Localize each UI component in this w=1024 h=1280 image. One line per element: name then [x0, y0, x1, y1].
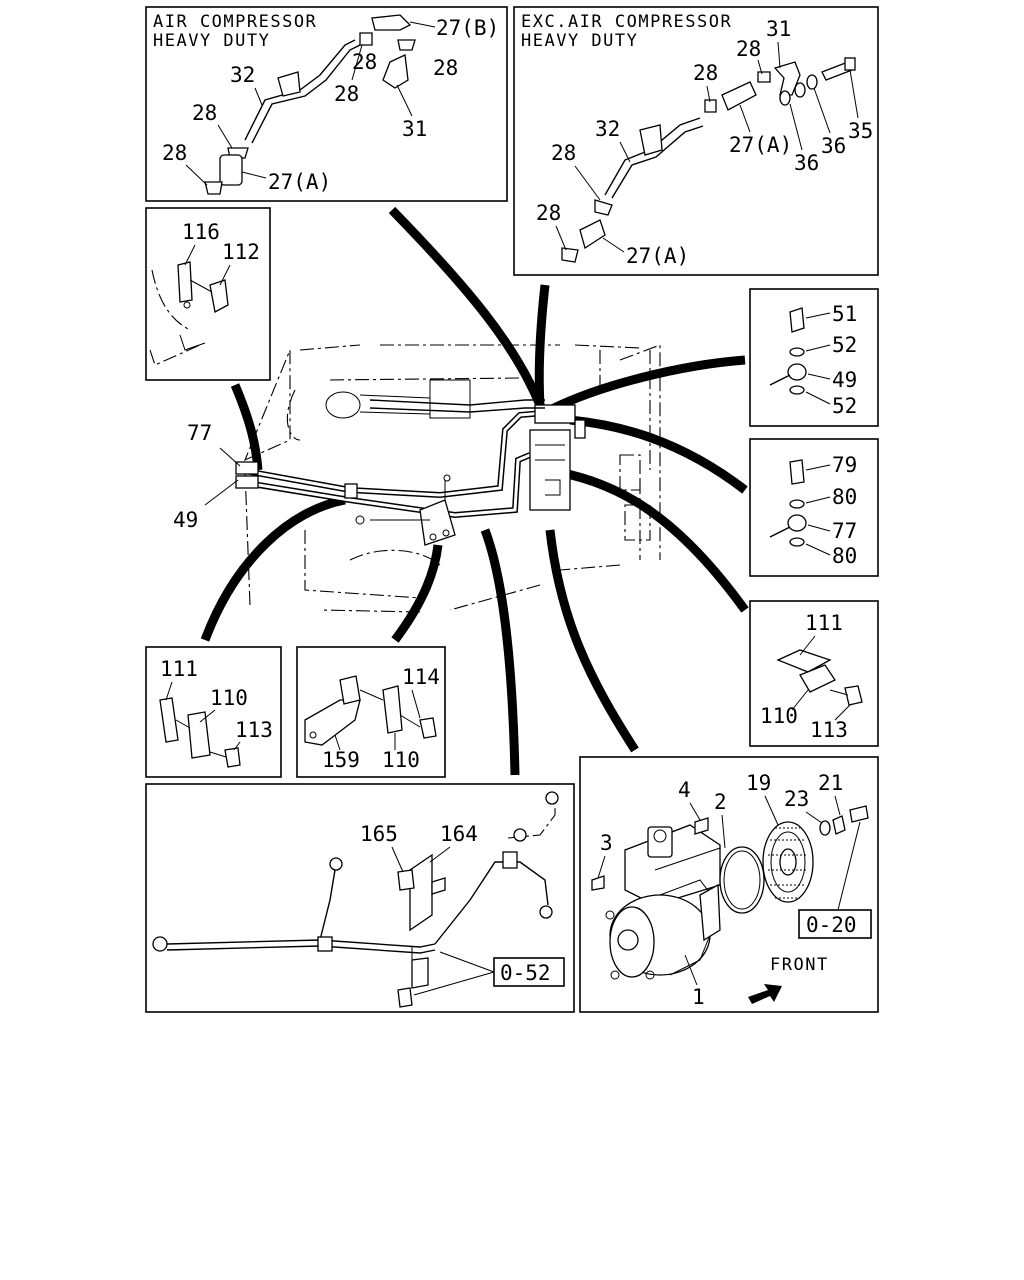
- exc-label-31: 31: [766, 17, 791, 41]
- comp-label-23: 23: [784, 787, 809, 811]
- comp-label-19: 19: [746, 771, 771, 795]
- hd-label-27b: 27(B): [436, 16, 499, 40]
- hd-label-27a: 27(A): [268, 170, 331, 194]
- panel-title-line1: AIR COMPRESSOR: [153, 12, 317, 32]
- panel-title-line1: EXC.AIR COMPRESSOR: [521, 12, 732, 32]
- panel-clamp-left: 111 110 113: [145, 646, 282, 778]
- comp-label-front: FRONT: [770, 955, 829, 975]
- panel-compressor: 4 2 19 21 23 3 0-20 FRONT 1: [579, 756, 879, 1013]
- clampr-label-111: 111: [805, 611, 843, 635]
- main-label-77: 77: [187, 421, 212, 445]
- panel-harness: 165 164 0-52: [145, 783, 575, 1013]
- clip-label-112: 112: [222, 240, 260, 264]
- clip-label-116: 116: [182, 220, 220, 244]
- exc-label-28c: 28: [551, 141, 576, 165]
- comp-label-0-20: 0-20: [806, 913, 857, 937]
- panel-title-line2: HEAVY DUTY: [153, 31, 270, 51]
- main-label-49: 49: [173, 508, 198, 532]
- exc-label-35: 35: [848, 119, 873, 143]
- comp-label-21: 21: [818, 771, 843, 795]
- comp-label-2: 2: [714, 790, 727, 814]
- panel-bracket: 114 159 110: [296, 646, 446, 778]
- clampr-label-110: 110: [760, 704, 798, 728]
- banjo49-label-52b: 52: [832, 394, 857, 418]
- panel-banjo-49: 51 52 49 52: [749, 288, 879, 427]
- comp-label-4: 4: [678, 778, 691, 802]
- exc-label-28a: 28: [736, 37, 761, 61]
- clampl-label-111: 111: [160, 657, 198, 681]
- bracket-label-159: 159: [322, 748, 360, 772]
- exc-label-27a: 27(A): [729, 133, 792, 157]
- panel-banjo-77: 79 80 77 80: [749, 438, 879, 577]
- hd-label-28a: 28: [352, 50, 377, 74]
- banjo77-label-80b: 80: [832, 544, 857, 568]
- exc-label-36b: 36: [794, 151, 819, 175]
- comp-label-1: 1: [692, 985, 705, 1009]
- ref-box-0-20: [798, 909, 872, 939]
- callout-leaders: [200, 206, 749, 776]
- banjo49-label-49: 49: [832, 368, 857, 392]
- front-arrow-icon: [748, 984, 782, 1004]
- bracket-label-110: 110: [382, 748, 420, 772]
- exc-label-32: 32: [595, 117, 620, 141]
- harness-label-165: 165: [360, 822, 398, 846]
- hd-label-32: 32: [230, 63, 255, 87]
- exc-label-36a: 36: [821, 134, 846, 158]
- comp-label-3: 3: [600, 831, 613, 855]
- banjo77-label-79: 79: [832, 453, 857, 477]
- clampl-label-110: 110: [210, 686, 248, 710]
- clampr-label-113: 113: [810, 718, 848, 742]
- harness-label-0-52: 0-52: [500, 961, 551, 985]
- hd-label-28e: 28: [162, 141, 187, 165]
- panel-air-compressor-heavy-duty: AIR COMPRESSOR HEAVY DUTY 27(B) 28 28 32…: [145, 6, 508, 202]
- hd-label-28c: 28: [334, 82, 359, 106]
- exc-label-28d: 28: [536, 201, 561, 225]
- panel-clamp-right: 111 110 113: [749, 600, 879, 747]
- hd-label-31: 31: [402, 117, 427, 141]
- main-engine-view: 77 49: [173, 344, 661, 613]
- banjo77-label-80a: 80: [832, 485, 857, 509]
- hd-label-28d: 28: [192, 101, 217, 125]
- banjo49-label-51: 51: [832, 302, 857, 326]
- clampl-label-113: 113: [235, 718, 273, 742]
- hd-label-28b: 28: [433, 56, 458, 80]
- panel-exc-air-compressor-heavy-duty: EXC.AIR COMPRESSOR HEAVY DUTY 31 28 28 3…: [513, 6, 879, 276]
- banjo49-label-52a: 52: [832, 333, 857, 357]
- exc-label-27a-b: 27(A): [626, 244, 689, 268]
- harness-label-164: 164: [440, 822, 478, 846]
- panel-title-line2: HEAVY DUTY: [521, 31, 638, 51]
- bracket-label-114: 114: [402, 665, 440, 689]
- panel-clip-116-112: 116 112: [145, 207, 271, 381]
- banjo77-label-77: 77: [832, 519, 857, 543]
- exc-label-28b: 28: [693, 61, 718, 85]
